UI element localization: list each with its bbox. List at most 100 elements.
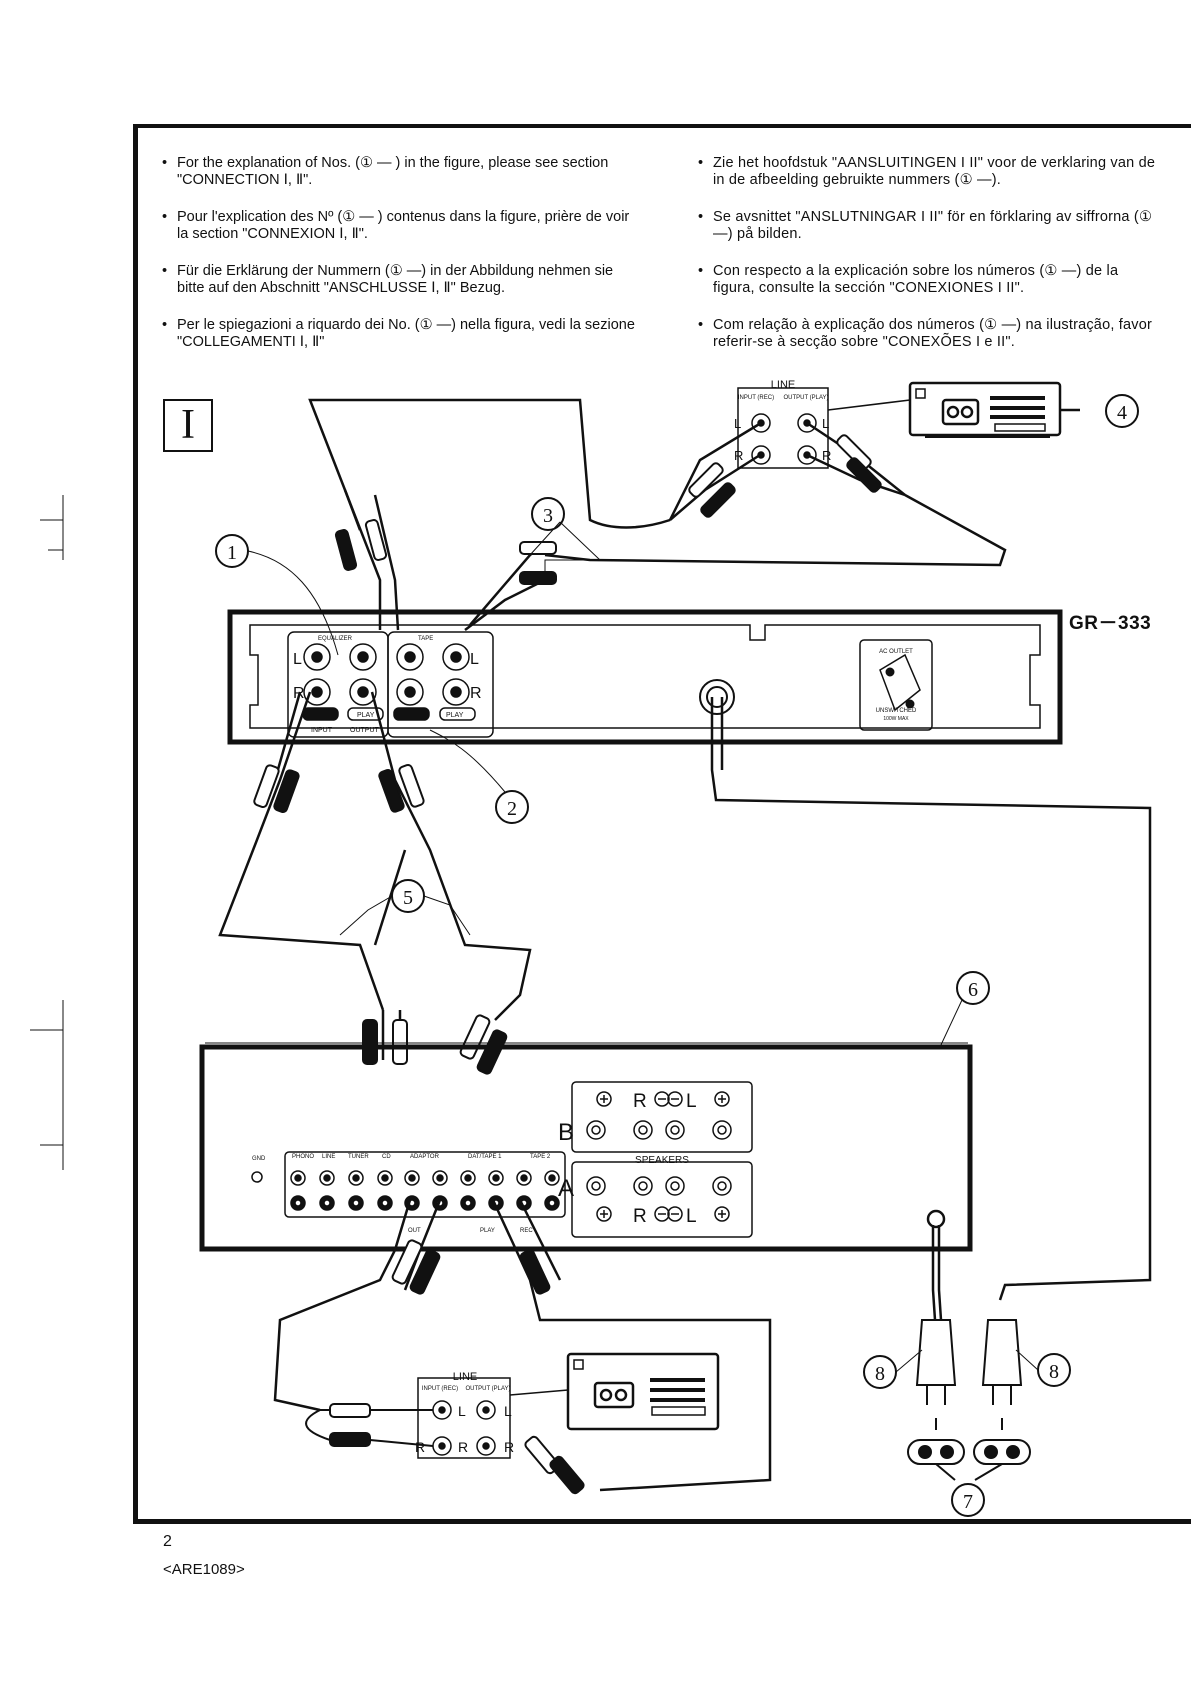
top-cables bbox=[308, 398, 1007, 631]
amp-jack bbox=[348, 1170, 364, 1186]
bottom-tape-deck bbox=[566, 1352, 720, 1431]
callout-8a: 8 bbox=[875, 1363, 885, 1385]
amp-jack bbox=[319, 1170, 335, 1186]
eq-play-label: PLAY bbox=[357, 712, 375, 719]
callout-1: 1 bbox=[227, 542, 237, 564]
amp-jack bbox=[377, 1170, 393, 1186]
speaker-terminals bbox=[571, 1081, 753, 1238]
speaker-B-label: B bbox=[558, 1119, 574, 1146]
section-marker: I bbox=[163, 399, 213, 452]
callout-5: 5 bbox=[403, 887, 413, 909]
margin-marks bbox=[30, 495, 64, 1170]
note-dutch: •Zie het hoofdstuk "AANSLUITINGEN I II" … bbox=[698, 155, 1156, 188]
note-french: •Pour l'explication des Nº (① — ) conten… bbox=[162, 209, 630, 242]
gnd-label: GND bbox=[252, 1156, 266, 1162]
amp-jack-center bbox=[548, 1199, 556, 1207]
callout-2: 2 bbox=[507, 798, 517, 820]
note-german: •Für die Erklärung der Nummern (① —) in … bbox=[162, 263, 614, 296]
amp-jack bbox=[290, 1170, 306, 1186]
mains-plugs bbox=[915, 1319, 1023, 1430]
wall-outlets bbox=[907, 1439, 1031, 1481]
amp-jack-center bbox=[294, 1174, 302, 1182]
top-jack-L2-label: L bbox=[822, 416, 829, 431]
bottom-deck-line-jacks bbox=[417, 1377, 569, 1459]
cd-label: CD bbox=[382, 1154, 391, 1160]
callouts bbox=[215, 394, 1139, 1517]
eq-L-label: L bbox=[293, 651, 302, 668]
tuner-label: TUNER bbox=[348, 1154, 369, 1160]
speaker-B-R-label: R bbox=[633, 1091, 647, 1112]
speaker-A-R-label: R bbox=[633, 1206, 647, 1227]
top-tape-deck bbox=[908, 381, 1080, 438]
bottom-jack-R2-label: R bbox=[504, 1439, 514, 1455]
bottom-line-label: LINE bbox=[453, 1371, 477, 1383]
bottom-jack-R3-label: R bbox=[415, 1439, 425, 1455]
amplifier-power-cord bbox=[926, 1209, 946, 1321]
model-label: GR－333 bbox=[1069, 613, 1152, 634]
gr333-jacks bbox=[287, 631, 494, 738]
top-input-rec-label: INPUT (REC) bbox=[738, 395, 774, 401]
lower-rca-plugs bbox=[391, 1239, 551, 1295]
top-rca-plugs bbox=[334, 434, 882, 585]
amp-jack-center bbox=[352, 1199, 360, 1207]
amp-jack bbox=[404, 1170, 420, 1186]
callout-4: 4 bbox=[1117, 402, 1127, 424]
note-swedish: •Se avsnittet "ANSLUTNINGAR I II" för en… bbox=[698, 209, 1153, 242]
amp-jack bbox=[432, 1170, 448, 1186]
bottom-deck-plugs bbox=[305, 1403, 585, 1495]
eq-output-label: OUTPUT bbox=[350, 727, 380, 734]
out-label: OUT bbox=[408, 1228, 421, 1234]
amp-jack-center bbox=[464, 1174, 472, 1182]
dat-tape1-label: DAT/TAPE 1 bbox=[468, 1154, 502, 1160]
bottom-input-rec-label: INPUT (REC) bbox=[422, 1386, 458, 1392]
bottom-jack-L-label: L bbox=[458, 1403, 466, 1419]
top-jack-R-label: R bbox=[734, 448, 743, 463]
amp-jack-center bbox=[352, 1174, 360, 1182]
phono-label: PHONO bbox=[292, 1154, 314, 1160]
amp-jack bbox=[460, 1170, 476, 1186]
doc-reference: <ARE1089> bbox=[163, 1561, 245, 1578]
amp-jack-center bbox=[323, 1199, 331, 1207]
amp-jack-center bbox=[381, 1199, 389, 1207]
eq-input-label: INPUT bbox=[311, 727, 333, 734]
speaker-A-L-label: L bbox=[686, 1206, 697, 1227]
amp-jack-center bbox=[464, 1199, 472, 1207]
notes-left: •For the explanation of Nos. (① — ) in t… bbox=[162, 155, 642, 371]
note-spanish: •Con respecto a la explicación sobre los… bbox=[698, 263, 1119, 296]
top-jack-R2-label: R bbox=[822, 448, 831, 463]
tape-play-label: PLAY bbox=[446, 712, 464, 719]
middle-cables bbox=[218, 691, 532, 1060]
bottom-jack-R-label: R bbox=[458, 1439, 468, 1455]
middle-rca-plugs bbox=[253, 763, 508, 1075]
amp-jack-center bbox=[294, 1199, 302, 1207]
tape-label: TAPE bbox=[418, 636, 433, 642]
callout-8b: 8 bbox=[1049, 1361, 1059, 1383]
tape2-label: TAPE 2 bbox=[530, 1154, 551, 1160]
amp-jack-center bbox=[492, 1174, 500, 1182]
gr333-equalizer bbox=[227, 609, 1063, 745]
max-label: 100W MAX bbox=[883, 716, 909, 722]
top-jack-L-label: L bbox=[734, 416, 741, 431]
speaker-polarity-marks bbox=[596, 1091, 730, 1222]
callout-6: 6 bbox=[968, 979, 978, 1001]
amplifier bbox=[199, 1042, 973, 1252]
ac-outlet-label: AC OUTLET bbox=[879, 649, 913, 655]
amp-jack bbox=[544, 1170, 560, 1186]
amp-jack-center bbox=[520, 1174, 528, 1182]
speaker-B-L-label: L bbox=[686, 1091, 697, 1112]
page-frame bbox=[133, 124, 1191, 1524]
amp-jack-center bbox=[436, 1174, 444, 1182]
equalizer-label: EQUALIZER bbox=[318, 636, 353, 642]
line-label: LINE bbox=[322, 1154, 335, 1160]
adaptor-label: ADAPTOR bbox=[410, 1154, 440, 1160]
top-output-play-label: OUTPUT (PLAY) bbox=[783, 395, 828, 401]
note-english: •For the explanation of Nos. (① — ) in t… bbox=[162, 155, 609, 188]
callout-3: 3 bbox=[543, 505, 553, 527]
play-label: PLAY bbox=[480, 1228, 495, 1234]
rec-label: REC bbox=[520, 1228, 533, 1234]
amp-jack-center bbox=[408, 1174, 416, 1182]
amp-jack bbox=[488, 1170, 504, 1186]
callout-7: 7 bbox=[963, 1491, 973, 1513]
speakers-label: SPEAKERS bbox=[635, 1155, 689, 1166]
